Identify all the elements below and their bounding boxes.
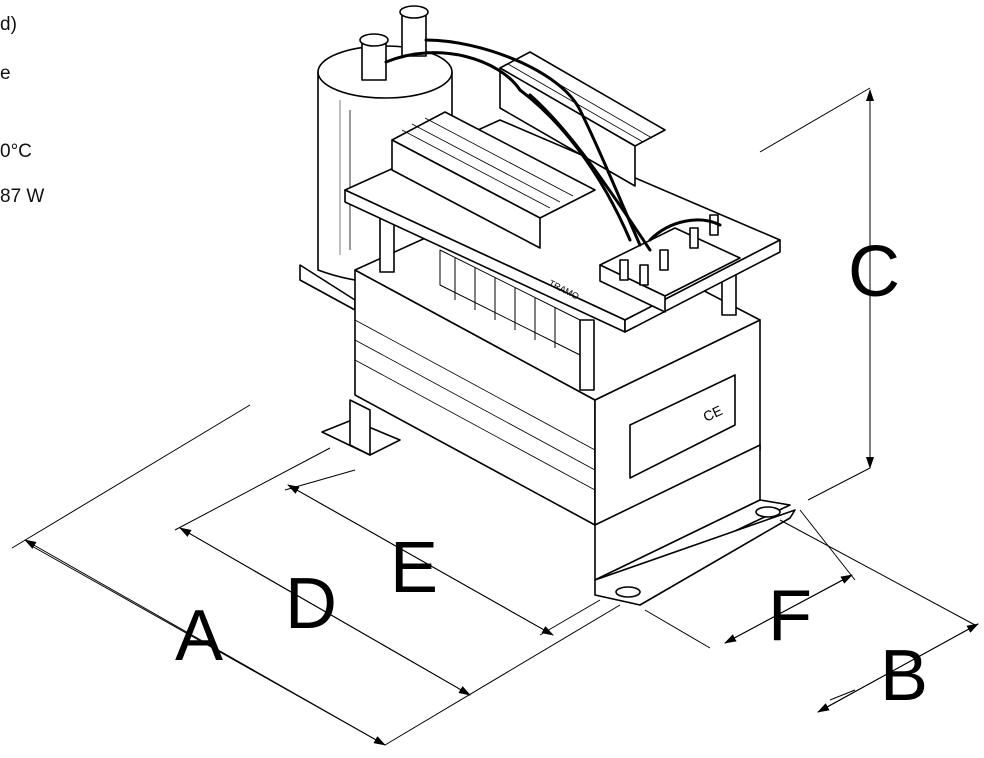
dim-label-e: E [390,528,438,608]
pcb-standoffs [379,211,737,391]
spec-line-1: d) [0,14,17,35]
ce-mark: CE [701,402,725,425]
spec-line-2: e [0,63,11,84]
dim-label-f: F [768,576,812,656]
nameplate [629,374,736,479]
spec-line-3: 0°C [0,141,32,162]
dim-label-c: C [848,232,900,312]
foot-left [321,399,401,456]
terminal-block [599,214,741,313]
foot-front [594,444,796,606]
dim-label-b: B [880,636,928,716]
dim-label-d: D [285,564,337,644]
dim-label-a: A [175,596,223,676]
wires [384,38,722,252]
dimension-lines [24,89,979,746]
extension-lines [11,87,976,746]
capacitor-terminals [359,5,429,81]
spec-line-4: 87 W [0,186,45,207]
core-laminations [354,319,596,491]
heatsink-left [391,111,596,249]
